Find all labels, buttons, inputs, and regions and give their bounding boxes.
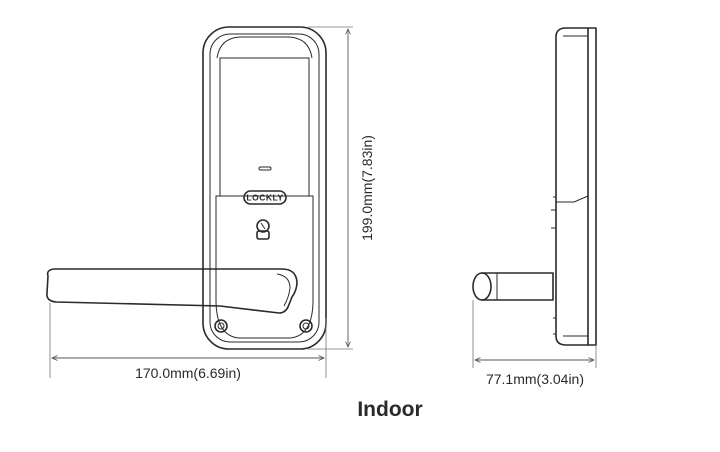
indicator-light [258, 166, 272, 171]
width-label: 170.0mm(6.69in) [135, 365, 241, 381]
side-body-inner [563, 35, 589, 337]
screw-left [214, 319, 228, 333]
lever-handle [46, 268, 298, 314]
depth-dimension: 77.1mm(3.04in) [472, 300, 597, 387]
width-dimension: 170.0mm(6.69in) [49, 303, 327, 381]
side-seam [556, 195, 589, 203]
lever-hub [276, 273, 291, 307]
brand-logo-badge: LOCKLY [243, 190, 287, 205]
top-cap [216, 36, 313, 59]
screw-right [299, 319, 313, 333]
caption: Indoor [357, 398, 422, 421]
keyhole-icon [256, 219, 270, 240]
side-notch [553, 317, 557, 335]
lock-body-inner [209, 33, 320, 343]
lock-body-outer [202, 26, 327, 350]
side-body [555, 27, 597, 346]
side-lever-end [472, 272, 492, 301]
height-dimension: 199.0mm(7.83in) [308, 26, 375, 350]
side-lever [481, 272, 554, 301]
side-view [472, 27, 597, 346]
touch-panel [219, 57, 310, 197]
brand-logo: LOCKLY [246, 193, 283, 203]
side-button [551, 196, 557, 229]
front-view: LOCKLY [46, 26, 327, 350]
lower-panel [215, 195, 314, 339]
height-label: 199.0mm(7.83in) [359, 135, 375, 241]
depth-label: 77.1mm(3.04in) [486, 371, 584, 387]
